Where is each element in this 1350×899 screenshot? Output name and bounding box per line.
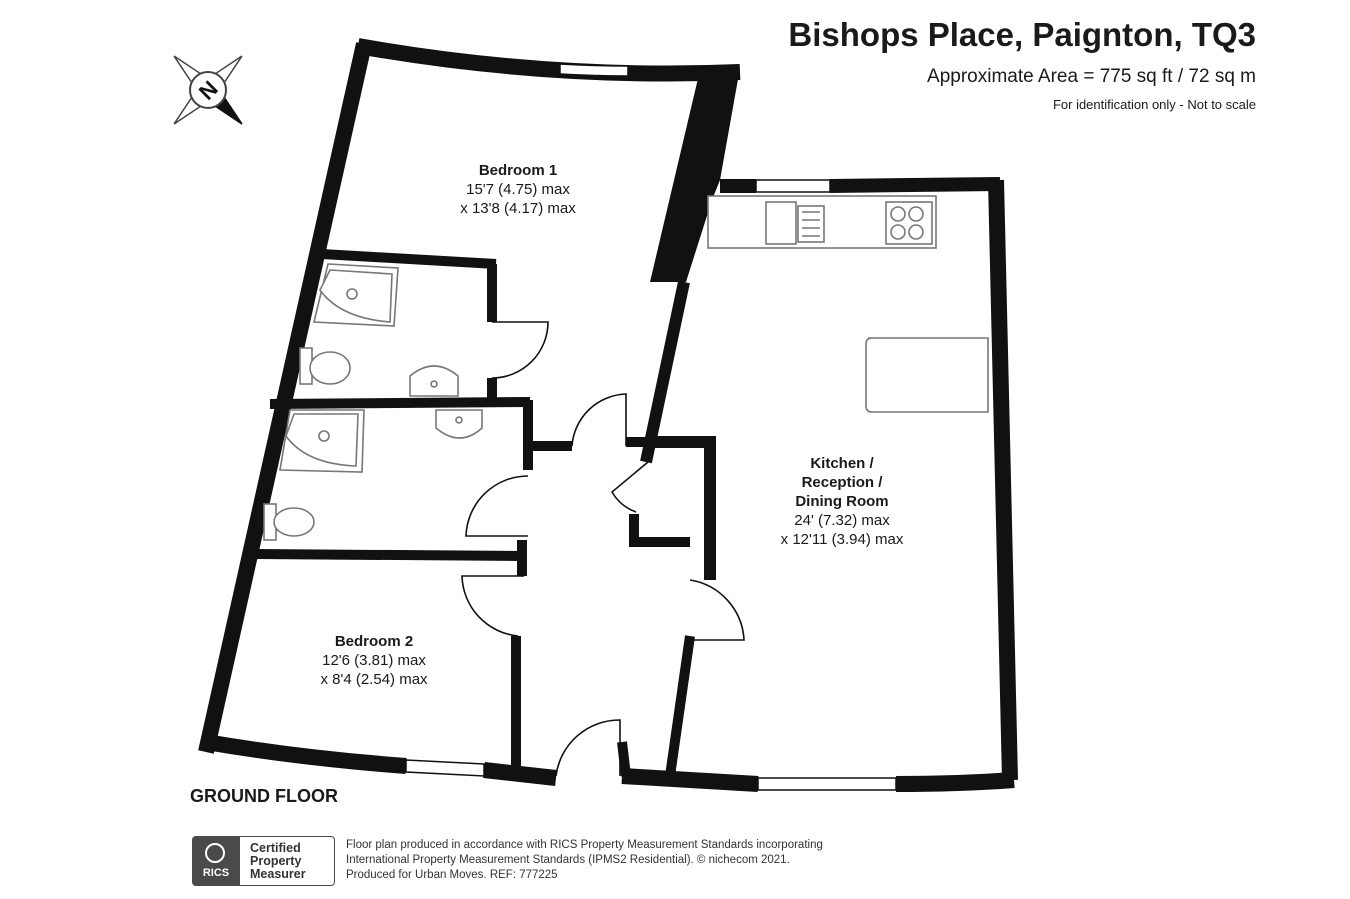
- room-dimension: 15'7 (4.75) max: [466, 181, 570, 198]
- badge-label: Certified Property Measurer: [250, 841, 306, 881]
- room-dimension: x 13'8 (4.17) max: [460, 200, 576, 217]
- room-bedroom-2: Bedroom 2 12'6 (3.81) max x 8'4 (2.54) m…: [320, 632, 427, 689]
- room-bedroom-1: Bedroom 1 15'7 (4.75) max x 13'8 (4.17) …: [460, 161, 575, 218]
- room-name: Dining Room: [795, 493, 889, 510]
- floor-label: GROUND FLOOR: [190, 786, 338, 806]
- room-kitchen: Kitchen / Reception / Dining Room 24' (7…: [781, 454, 904, 549]
- compass-north-icon: N: [173, 55, 243, 125]
- credits-line: Floor plan produced in accordance with R…: [346, 839, 823, 851]
- area-text: Approximate Area = 775 sq ft / 72 sq m: [927, 66, 1256, 87]
- room-name: Bedroom 2: [334, 633, 414, 650]
- page-title: Bishops Place, Paignton, TQ3: [788, 16, 1256, 53]
- rics-mark: RICS: [202, 867, 230, 879]
- badge-label-box: Certified Property Measurer: [240, 836, 335, 886]
- room-dimension: x 8'4 (2.54) max: [320, 671, 428, 688]
- room-name: Reception /: [801, 474, 883, 491]
- credits: Floor plan produced in accordance with R…: [346, 838, 823, 883]
- room-name: Kitchen /: [810, 455, 874, 472]
- walls: [198, 38, 1018, 792]
- room-dimension: 24' (7.32) max: [794, 512, 890, 529]
- rics-badge: RICS Certified Property Measurer: [192, 836, 336, 886]
- credits-line: International Property Measurement Stand…: [346, 854, 790, 866]
- windows: [405, 63, 897, 791]
- room-dimension: 12'6 (3.81) max: [322, 652, 426, 669]
- credits-line: Produced for Urban Moves. REF: 777225: [346, 869, 558, 881]
- rics-lion-icon: [205, 843, 225, 863]
- fixtures: [263, 195, 989, 541]
- room-dimension: x 12'11 (3.94) max: [780, 531, 904, 548]
- rics-logo: RICS: [192, 836, 240, 886]
- disclaimer-text: For identification only - Not to scale: [1052, 97, 1256, 112]
- room-name: Bedroom 1: [478, 162, 558, 179]
- doors: [461, 321, 745, 777]
